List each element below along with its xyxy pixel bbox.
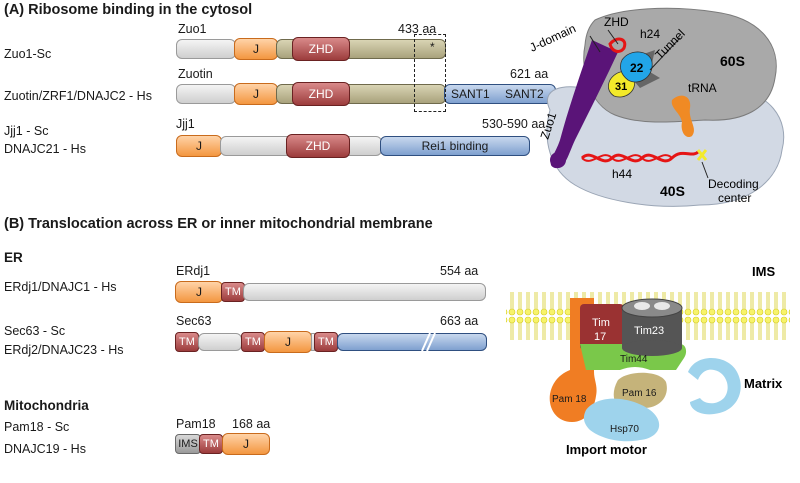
sant2-label: SANT2 (505, 87, 544, 101)
mito-heading: Mitochondria (4, 398, 89, 413)
pam18-protein-name: Pam18 (176, 417, 216, 431)
tim17-label-line1: Tim (592, 317, 610, 329)
sec63-tm1-domain: TM (175, 332, 199, 352)
ribosome-60s-subunit (583, 7, 777, 123)
h24-helix (608, 37, 627, 53)
highlight-dashed-box (414, 34, 446, 112)
decoding-pointer-line (701, 161, 709, 179)
zuo1-cterm-blob (550, 152, 566, 168)
zuo1-protein-name: Zuo1 (178, 22, 207, 36)
jjj1-rei1-binding: Rei1 binding (380, 136, 530, 156)
ribosome-jdomain-label: J-domain (527, 21, 578, 55)
jjj1-label-hs: DNAJC21 - Hs (4, 142, 86, 156)
sec63-label-hs: ERdj2/DNAJC23 - Hs (4, 343, 124, 357)
ribosome-zhd-label: ZHD (604, 15, 629, 29)
pam18-j-domain: J (222, 433, 270, 455)
pam18-length: 168 aa (232, 417, 271, 431)
panel-b-title: (B) Translocation across ER or inner mit… (4, 216, 433, 232)
sec63-loop-domain (198, 333, 242, 351)
sec63-tm2-domain: TM (241, 332, 265, 352)
erdj1-label: ERdj1/DNAJC1 - Hs (4, 280, 117, 294)
tim23-bottom (622, 340, 682, 356)
sec63-tm3-domain: TM (314, 332, 338, 352)
sec63-cyto-domain (337, 333, 487, 351)
panel-a-title: (A) Ribosome binding in the cytosol (4, 2, 253, 18)
tim23-top (621, 298, 683, 318)
zhd-pointer-line (607, 29, 619, 45)
erdj1-length: 554 aa (440, 264, 479, 278)
zuotin-length: 621 aa (510, 67, 549, 81)
pam18-label-hs: DNAJC19 - Hs (4, 442, 86, 456)
pam18-motor-label: Pam 18 (552, 394, 587, 405)
h44-helix-strand (581, 154, 673, 162)
sec63-break-marker (421, 332, 436, 352)
ribosome-22-label: 22 (630, 61, 644, 75)
tim44-label: Tim44 (620, 354, 648, 365)
erdj1-j-domain: J (175, 281, 223, 303)
pam18-ims-domain: IMS (175, 434, 201, 454)
ribosome-h24-label: h24 (640, 27, 660, 41)
pam18-label-sc: Pam18 - Sc (4, 420, 70, 434)
zuo1-label: Zuo1-Sc (4, 47, 52, 61)
ribosome-h44-label: h44 (612, 167, 632, 181)
ribosome-60s-label: 60S (720, 53, 745, 69)
zuotin-j-domain: J (234, 83, 278, 105)
jjj1-j-domain: J (176, 135, 222, 157)
sant1-label: SANT1 (451, 87, 490, 101)
pam18-tm-domain: TM (199, 434, 223, 454)
zuotin-nterm-domain (176, 84, 236, 104)
sec63-length: 663 aa (440, 314, 479, 328)
jjj1-label-sc: Jjj1 - Sc (4, 124, 49, 138)
hsp70-body (583, 398, 660, 442)
zuo1-nterm-domain (176, 39, 236, 59)
zuo1-length: 433 aa (398, 22, 437, 36)
trna-structure (671, 95, 694, 138)
import-motor-label: Import motor (566, 442, 647, 457)
decoding-label-line1: Decoding (708, 177, 759, 191)
zuo1-star-marker: * (430, 40, 435, 54)
decoding-label-line2: center (718, 191, 751, 205)
tim23-label: Tim23 (634, 325, 664, 337)
import-motor-illustration: IMS Matrix Tim 17 Tim23 Tim44 Pam 18 Pam… (506, 264, 790, 457)
zuotin-protein-name: Zuotin (178, 67, 213, 81)
jdomain-pointer-line (589, 35, 601, 53)
jjj1-length: 530-590 aa (482, 117, 546, 131)
tunnel-pointer-line (649, 37, 681, 71)
ribosome-illustration: ZHD h24 60S J-domain Tunnel 22 31 tRNA Z… (527, 7, 785, 207)
ribosome-40s-label: 40S (660, 183, 685, 199)
zuotin-sant-region: SANT1 SANT2 (444, 84, 556, 104)
jjj1-zhd-domain: ZHD (286, 134, 350, 158)
zuotin-zhd-domain: ZHD (292, 82, 350, 106)
erdj1-tm-domain: TM (221, 282, 245, 302)
matrix-label: Matrix (744, 376, 783, 391)
ims-label: IMS (752, 264, 775, 279)
protein-22-blob (620, 51, 653, 83)
erdj1-cterm-domain (243, 283, 486, 301)
pam16-label: Pam 16 (622, 388, 657, 399)
zuo1-zhd-domain: ZHD (292, 37, 350, 61)
er-heading: ER (4, 250, 23, 265)
ribosome-trna-label: tRNA (688, 81, 717, 95)
decoding-center-marker (696, 149, 708, 161)
erdj1-protein-name: ERdj1 (176, 264, 211, 278)
tim17-structure (580, 304, 624, 350)
tim17-label-line2: 17 (594, 331, 606, 343)
zuotin-label: Zuotin/ZRF1/DNAJC2 - Hs (4, 89, 152, 103)
sec63-label-sc: Sec63 - Sc (4, 324, 66, 338)
sec63-j-domain: J (264, 331, 312, 353)
zuo1-structure (550, 40, 618, 169)
tim23-pore-2 (654, 302, 670, 310)
ribosome-31-label: 31 (615, 81, 627, 93)
tim23-pore-1 (634, 302, 650, 310)
hsp70-structure (688, 357, 741, 415)
zuo1-j-domain: J (234, 38, 278, 60)
pam16-structure (613, 372, 667, 408)
jjj1-protein-name: Jjj1 (176, 117, 195, 131)
sec63-protein-name: Sec63 (176, 314, 212, 328)
hsp70-label: Hsp70 (610, 424, 639, 435)
